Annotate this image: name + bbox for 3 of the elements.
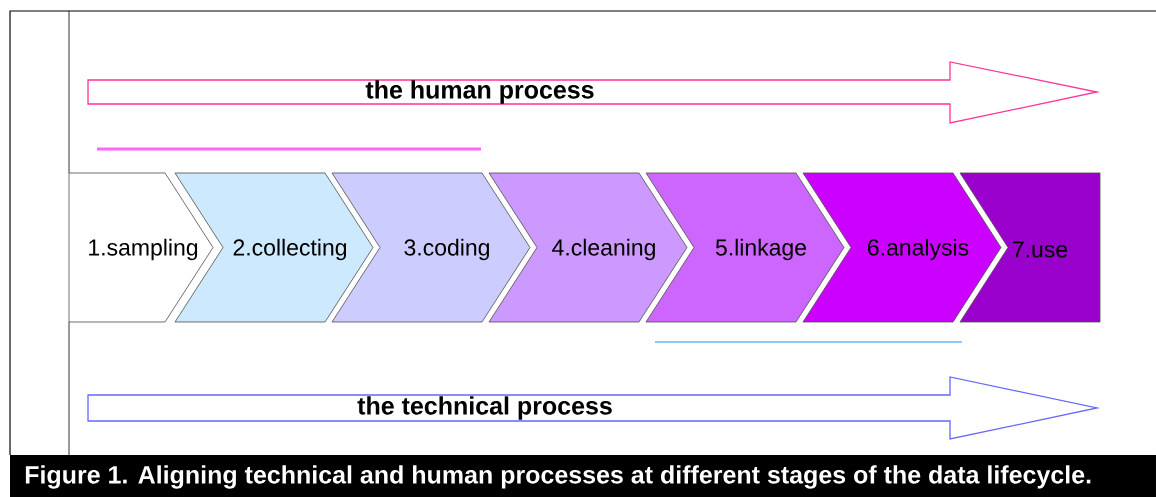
process-step-box: 1.sampling [68,172,214,323]
process-step-box: 4.cleaning [488,172,688,323]
caption-bar: Figure 1. Aligning technical and human processes at different stages of the data lifecycle. [10,455,1156,497]
